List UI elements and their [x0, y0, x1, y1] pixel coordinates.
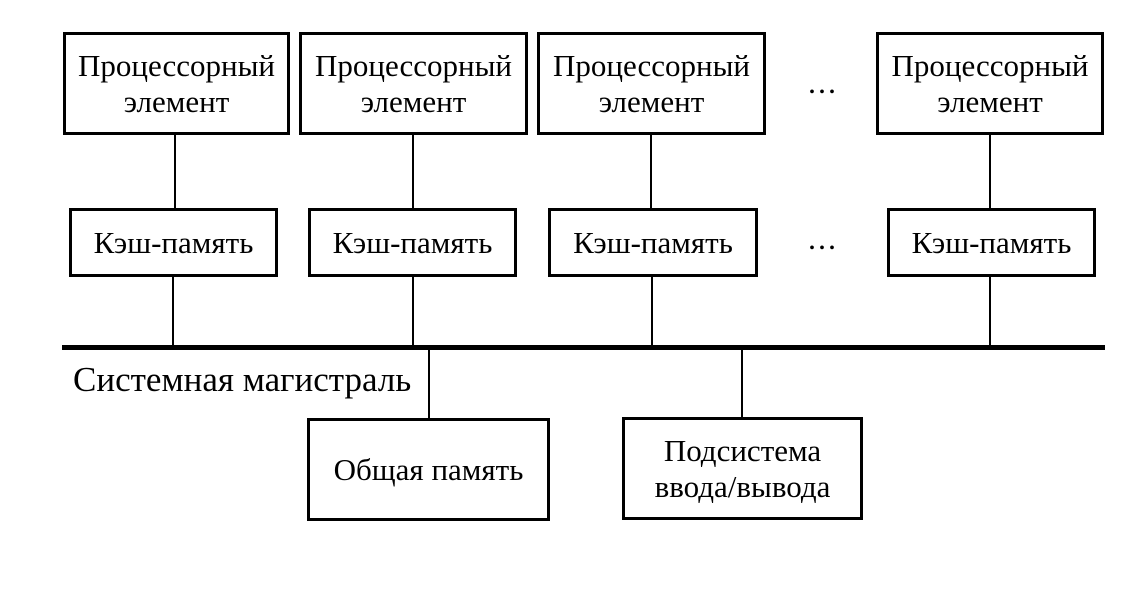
connector-bus-io-subsystem	[741, 350, 743, 417]
cache-memory-label: Кэш-память	[93, 224, 254, 260]
shared-memory-label: Общая память	[333, 451, 524, 487]
cache-memory-label: Кэш-память	[911, 224, 1072, 260]
connector-cache1-bus	[172, 277, 174, 346]
processor-row-ellipsis: ...	[808, 64, 838, 100]
processor-element-label-line1: Процессорный	[314, 47, 513, 83]
processor-element-box-2: Процессорный элемент	[299, 32, 528, 135]
cache-memory-label: Кэш-память	[573, 224, 733, 260]
processor-element-box-3: Процессорный элемент	[537, 32, 766, 135]
processor-element-label-line1: Процессорный	[552, 47, 751, 83]
io-subsystem-label-line2: ввода/вывода	[654, 468, 831, 504]
connector-bus-shared-memory	[428, 350, 430, 418]
connector-cache3-bus	[651, 277, 653, 346]
processor-element-label-line2: элемент	[937, 83, 1043, 119]
cache-memory-box-3: Кэш-память	[548, 208, 758, 277]
cache-row-ellipsis: ...	[808, 220, 838, 256]
system-bus-label: Системная магистраль	[73, 360, 412, 399]
processor-element-label-line1: Процессорный	[891, 47, 1089, 83]
processor-element-label-line1: Процессорный	[77, 47, 276, 83]
connector-proc2-cache2	[412, 135, 414, 208]
io-subsystem-label-line1: Подсистема	[663, 432, 822, 468]
cache-memory-box-1: Кэш-память	[69, 208, 278, 277]
processor-element-box-4: Процессорный элемент	[876, 32, 1104, 135]
connector-proc3-cache3	[650, 135, 652, 208]
processor-element-label-line2: элемент	[598, 83, 705, 119]
shared-memory-box: Общая память	[307, 418, 550, 521]
processor-element-label-line2: элемент	[360, 83, 467, 119]
io-subsystem-box: Подсистема ввода/вывода	[622, 417, 863, 520]
connector-proc4-cache4	[989, 135, 991, 208]
processor-element-box-1: Процессорный элемент	[63, 32, 290, 135]
system-bus-line	[62, 345, 1105, 350]
cache-memory-label: Кэш-память	[332, 224, 493, 260]
processor-element-label-line2: элемент	[123, 83, 230, 119]
connector-cache4-bus	[989, 277, 991, 346]
connector-cache2-bus	[412, 277, 414, 346]
cache-memory-box-4: Кэш-память	[887, 208, 1096, 277]
cache-memory-box-2: Кэш-память	[308, 208, 517, 277]
connector-proc1-cache1	[174, 135, 176, 208]
